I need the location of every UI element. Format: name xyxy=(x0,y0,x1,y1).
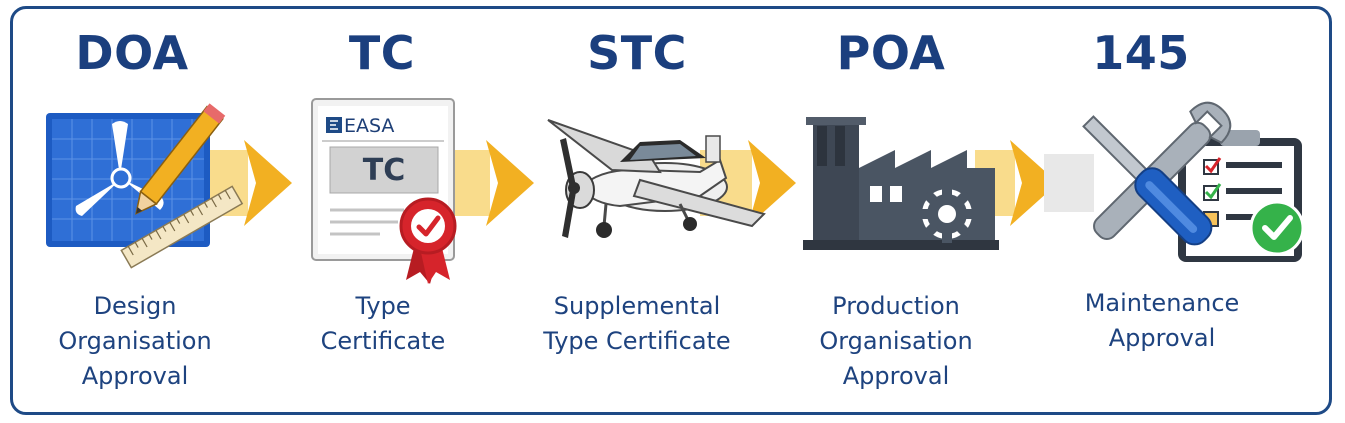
step-label-line: Supplemental xyxy=(553,292,721,320)
step-label-line: Production xyxy=(832,292,960,320)
step-label-doa: Design Organisation Approval xyxy=(15,289,255,394)
blueprint-propeller-icon xyxy=(46,103,244,269)
certificate-title-text: TC xyxy=(363,153,405,188)
aircraft-icon xyxy=(547,119,766,238)
step-label-line: Certificate xyxy=(320,327,446,355)
step-label-poa: Production Organisation Approval xyxy=(776,289,1016,394)
step-acronym-145: 145 xyxy=(1092,26,1190,80)
step-label-145: Maintenance Approval xyxy=(1042,286,1282,356)
step-label-line: Approval xyxy=(81,362,189,390)
step-acronym-doa: DOA xyxy=(75,26,189,80)
step-label-line: Maintenance xyxy=(1084,289,1240,317)
step-acronym-tc: TC xyxy=(348,26,416,80)
arrow-tail-145 xyxy=(1044,154,1094,212)
easa-certificate-icon: EASA TC xyxy=(311,98,457,284)
step-label-line: Approval xyxy=(1108,324,1216,352)
step-label-line: Approval xyxy=(842,362,950,390)
factory-gear-icon xyxy=(803,117,999,250)
step-label-line: Organisation xyxy=(58,327,212,355)
tools-checklist-icon xyxy=(1082,101,1305,262)
step-acronym-stc: STC xyxy=(587,26,687,80)
step-acronym-poa: POA xyxy=(836,26,946,80)
step-label-stc: Supplemental Type Certificate xyxy=(517,289,757,359)
easa-brand-text: EASA xyxy=(344,115,394,137)
step-label-tc: Type Certificate xyxy=(263,289,503,359)
step-label-line: Design xyxy=(93,292,177,320)
step-label-line: Type Certificate xyxy=(543,327,731,355)
step-label-line: Type xyxy=(355,292,411,320)
step-label-line: Organisation xyxy=(819,327,973,355)
arrow-tc-to-stc xyxy=(452,140,534,226)
